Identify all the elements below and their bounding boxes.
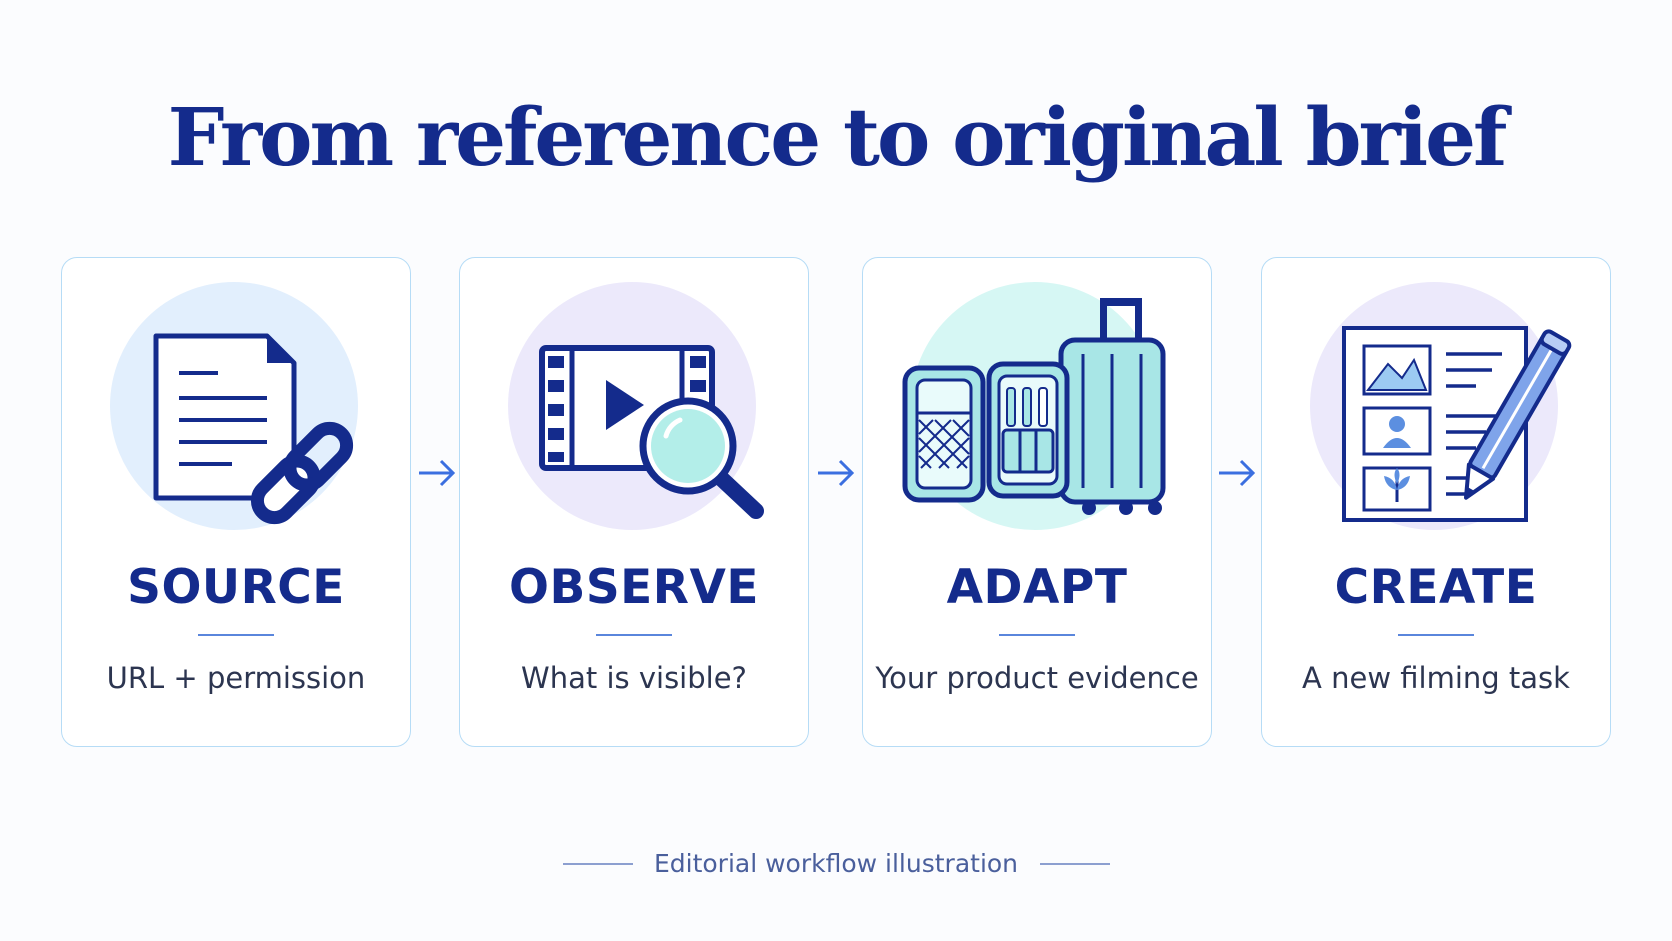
footer-caption: Editorial workflow illustration xyxy=(653,849,1019,878)
page-title: From reference to original brief xyxy=(167,90,1508,184)
step-card-source: SOURCE URL + permission xyxy=(61,257,411,747)
step-title: SOURCE xyxy=(127,560,345,615)
step-title: CREATE xyxy=(1334,560,1538,615)
step-title: ADAPT xyxy=(946,560,1128,615)
step-subtitle: A new filming task xyxy=(1302,661,1570,695)
step-card-create: CREATE A new filming task xyxy=(1261,257,1611,747)
divider xyxy=(596,634,672,636)
arrow-right-icon xyxy=(419,459,456,487)
divider xyxy=(1398,634,1474,636)
step-card-observe: OBSERVE What is visible? xyxy=(459,257,809,747)
step-title: OBSERVE xyxy=(509,560,759,615)
arrow-right-icon xyxy=(818,459,855,487)
luggage-icon xyxy=(863,258,1213,558)
document-link-icon xyxy=(62,258,412,558)
divider xyxy=(198,634,274,636)
brief-pencil-icon xyxy=(1262,258,1612,558)
step-card-adapt: ADAPT Your product evidence xyxy=(862,257,1212,747)
step-subtitle: What is visible? xyxy=(521,661,747,695)
arrow-right-icon xyxy=(1219,459,1256,487)
divider xyxy=(999,634,1075,636)
video-magnifier-icon xyxy=(460,258,810,558)
step-subtitle: URL + permission xyxy=(106,661,366,695)
footer-rule-left xyxy=(563,863,633,865)
footer-rule-right xyxy=(1040,863,1110,865)
step-subtitle: Your product evidence xyxy=(875,661,1199,695)
